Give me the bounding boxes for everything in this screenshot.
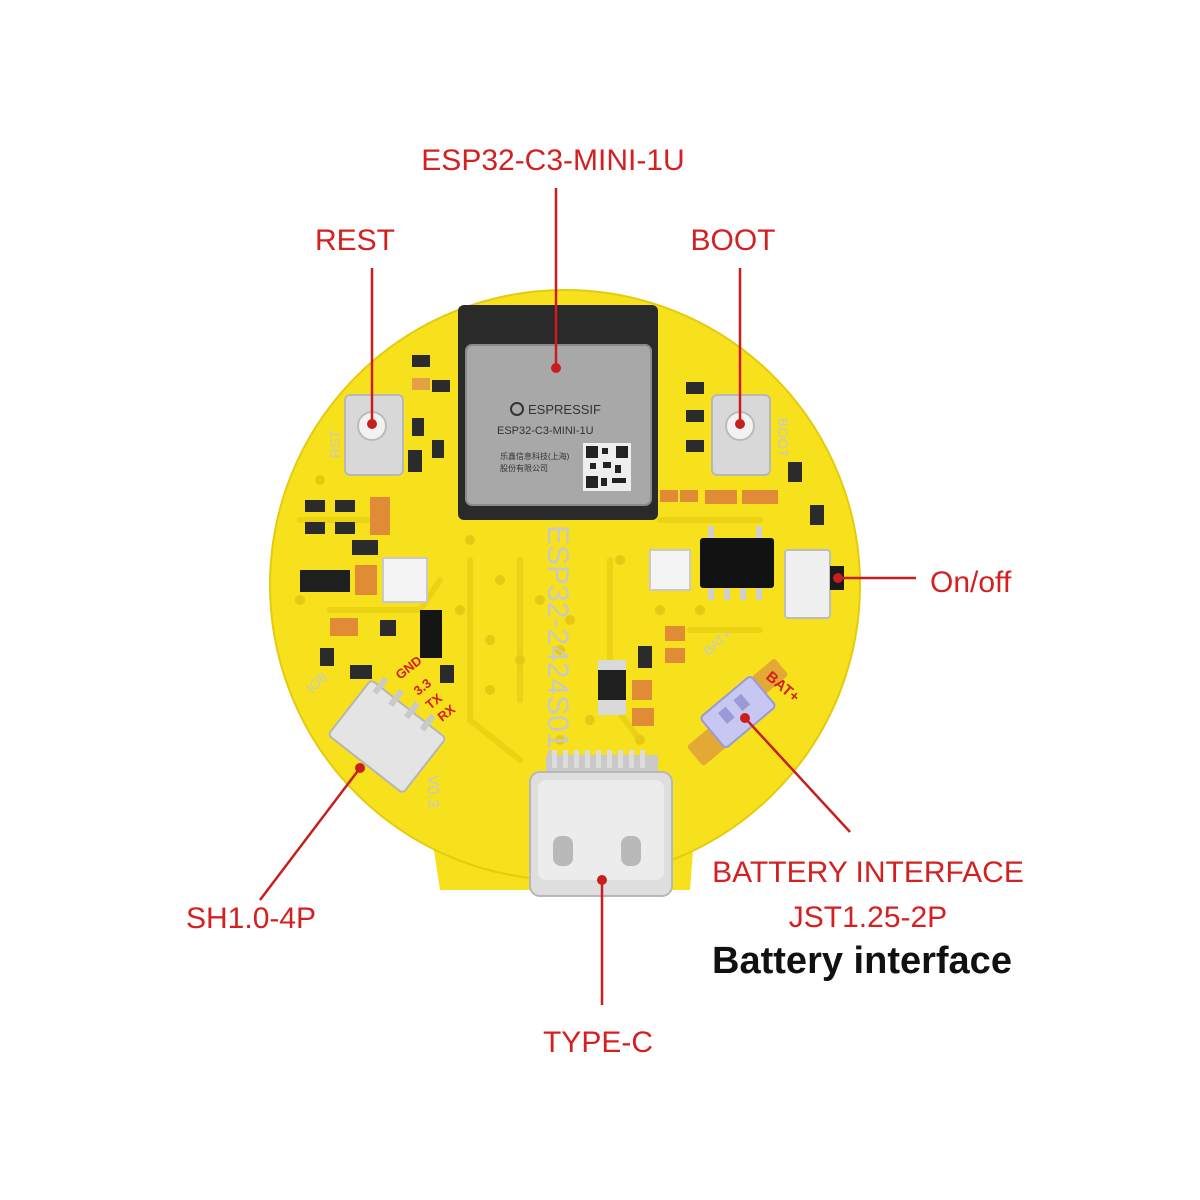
boot-label: BOOT bbox=[690, 224, 775, 257]
reset-label: REST bbox=[315, 224, 395, 257]
passive-components bbox=[300, 355, 824, 726]
sh-connector bbox=[328, 676, 446, 793]
power-switch-label: On/off bbox=[930, 566, 1012, 599]
battery-connector bbox=[687, 659, 788, 766]
battery-caption: Battery interface bbox=[712, 940, 1012, 982]
module-label: ESP32-C3-MINI-1U bbox=[421, 144, 684, 177]
qr-code-icon bbox=[583, 443, 631, 491]
sh-connector-label: SH1.0-4P bbox=[186, 902, 316, 935]
module-model: ESP32-C3-MINI-1U bbox=[497, 425, 594, 437]
esp32-module: ESPRESSIF ESP32-C3-MINI-1U 乐鑫信息科技(上海) 股份… bbox=[458, 305, 658, 520]
module-brand: ESPRESSIF bbox=[528, 402, 601, 417]
version-silk: V0.3 bbox=[424, 775, 441, 808]
reset-button[interactable] bbox=[344, 394, 404, 476]
pcb-traces bbox=[297, 517, 763, 763]
type-c-port[interactable] bbox=[529, 750, 673, 897]
espressif-logo-icon bbox=[510, 402, 524, 416]
module-maker-line2: 股份有限公司 bbox=[500, 463, 548, 473]
leader-lines bbox=[259, 188, 916, 1005]
module-maker-line1: 乐鑫信息科技(上海) bbox=[500, 451, 570, 461]
board-name-silk: ESP32-2424S012 bbox=[541, 525, 574, 765]
battery-interface-label: BATTERY INTERFACE bbox=[712, 856, 1024, 889]
boot-silk: BOOT bbox=[775, 418, 791, 458]
pcb-vias bbox=[295, 475, 815, 745]
rst-silk: RST bbox=[327, 430, 343, 458]
battery-connector-label: JST1.25-2P bbox=[789, 901, 947, 934]
type-c-label: TYPE-C bbox=[543, 1026, 653, 1059]
